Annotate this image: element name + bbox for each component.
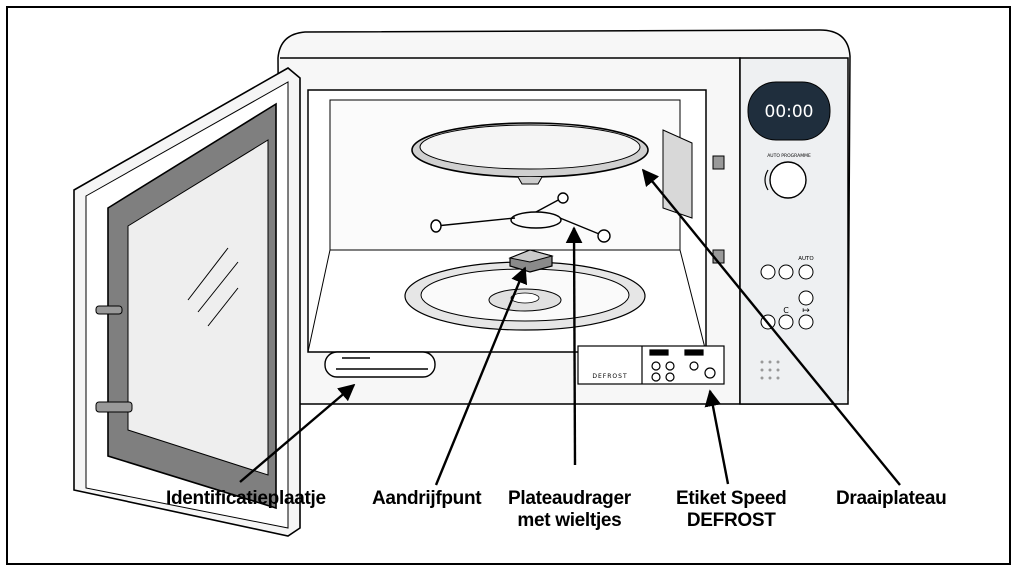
auto-button bbox=[798, 264, 814, 280]
arrow-turntable-support bbox=[565, 226, 583, 466]
arrow-drive-point bbox=[434, 266, 528, 486]
control-panel bbox=[712, 81, 831, 380]
identification-plate bbox=[324, 351, 436, 378]
start-label: ↦ bbox=[802, 306, 810, 316]
start-button bbox=[798, 314, 814, 330]
display-readout: 00:00 bbox=[765, 102, 814, 122]
label-turntable: Draaiplateau bbox=[836, 488, 947, 509]
glass-turntable bbox=[411, 122, 649, 185]
speed-defrost-sticker bbox=[577, 345, 725, 385]
label-identification-plate: Identificatieplaatje bbox=[166, 488, 326, 509]
sticker-text: DEFROST bbox=[592, 373, 627, 380]
label-turntable-support: Plateaudrager met wieltjes bbox=[508, 488, 631, 531]
c-button bbox=[778, 314, 794, 330]
cavity-floor bbox=[404, 261, 646, 331]
c-label: C bbox=[783, 306, 789, 315]
arrow-identification-plate bbox=[239, 383, 356, 483]
open-door bbox=[73, 67, 301, 537]
speaker-grille bbox=[760, 360, 780, 380]
auto-label: AUTO bbox=[798, 256, 814, 262]
arrow-turntable bbox=[641, 168, 901, 486]
label-drive-point: Aandrijfpunt bbox=[372, 488, 482, 509]
diagram-frame bbox=[6, 6, 1011, 565]
arrow-speed-defrost bbox=[704, 389, 730, 485]
label-speed-defrost: Etiket Speed DEFROST bbox=[676, 488, 787, 531]
program-caption: AUTO PROGRAMME bbox=[767, 153, 811, 159]
program-knob bbox=[769, 161, 807, 199]
display-window bbox=[747, 81, 831, 141]
